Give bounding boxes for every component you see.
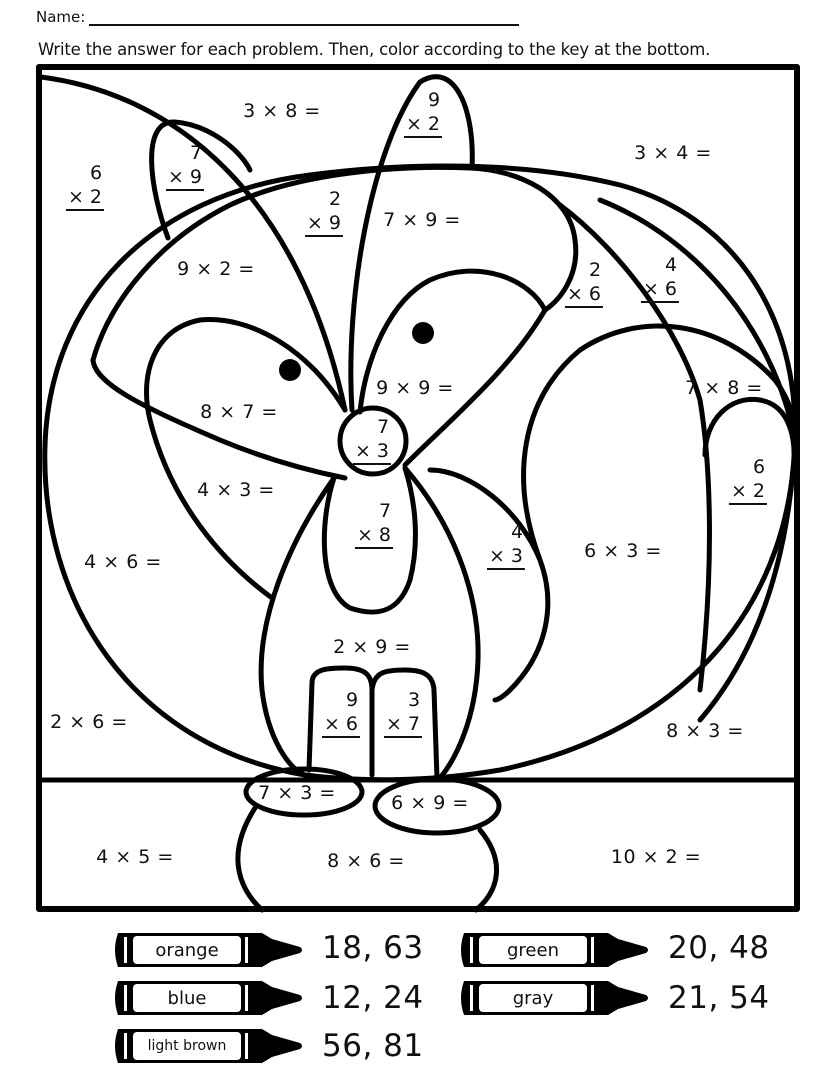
key-crayon-orange: orange <box>112 931 302 969</box>
problem-vertical-4x6[interactable]: 4 × 6 <box>640 253 680 303</box>
problem-vertical-7x9[interactable]: 7 × 9 <box>165 141 205 191</box>
key-values-gray: 21, 54 <box>668 980 770 1016</box>
multiplier: × 6 <box>321 712 361 738</box>
problem-8x3[interactable]: 8 × 3 = <box>666 720 744 742</box>
problem-vertical-3x7[interactable]: 3 × 7 <box>383 688 423 738</box>
crayon-label: green <box>479 936 587 964</box>
left-cap <box>243 766 365 818</box>
left-foot <box>306 665 375 778</box>
multiplicand: 2 <box>588 259 602 281</box>
problem-vertical-2x9[interactable]: 2 × 9 <box>304 187 344 237</box>
head-curve <box>90 164 579 363</box>
key-crayon-green: green <box>458 931 648 969</box>
problem-2x9[interactable]: 2 × 9 = <box>333 636 411 658</box>
picture-frame <box>36 64 800 912</box>
key-crayon-gray: gray <box>458 979 648 1017</box>
swoosh-inner <box>557 202 712 693</box>
right-eye-petal <box>357 268 548 468</box>
problem-vertical-6x2[interactable]: 6 × 2 <box>65 161 105 211</box>
right-cap <box>372 776 502 836</box>
multiplicand: 6 <box>89 162 103 184</box>
problem-3x4[interactable]: 3 × 4 = <box>634 142 712 164</box>
left-eye-petal <box>144 317 348 601</box>
crayon-label: gray <box>479 984 587 1012</box>
problem-6x9[interactable]: 6 × 9 = <box>391 792 469 814</box>
multiplicand: 7 <box>189 142 203 164</box>
problem-2x6[interactable]: 2 × 6 = <box>50 711 128 733</box>
crayon-label: orange <box>133 936 241 964</box>
name-line[interactable] <box>89 8 520 26</box>
problem-vertical-4x3[interactable]: 4 × 3 <box>486 520 526 570</box>
problem-7x9[interactable]: 7 × 9 = <box>383 209 461 231</box>
problem-vertical-9x2[interactable]: 9 × 2 <box>403 88 443 138</box>
top-petal <box>348 74 475 413</box>
problem-vertical-6x2-tail[interactable]: 6 × 2 <box>728 455 768 505</box>
key-values-green: 20, 48 <box>668 930 770 966</box>
problem-4x5[interactable]: 4 × 5 = <box>96 846 174 868</box>
problem-9x2[interactable]: 9 × 2 = <box>177 258 255 280</box>
problem-vertical-2x6[interactable]: 2 × 6 <box>564 258 604 308</box>
left-eye <box>279 359 301 381</box>
problem-6x3[interactable]: 6 × 3 = <box>584 540 662 562</box>
problem-vertical-7x8[interactable]: 7 × 8 <box>354 499 394 549</box>
right-foot <box>369 667 440 781</box>
problem-3x8[interactable]: 3 × 8 = <box>243 100 321 122</box>
tail-curl <box>697 396 797 723</box>
multiplier: × 2 <box>65 185 105 211</box>
small-petal <box>149 119 253 241</box>
multiplier: × 2 <box>728 479 768 505</box>
multiplicand: 9 <box>345 689 359 711</box>
multiplicand: 4 <box>664 254 678 276</box>
problem-7x8[interactable]: 7 × 8 = <box>685 377 763 399</box>
multiplier: × 9 <box>165 165 205 191</box>
crayon-label: blue <box>133 984 241 1012</box>
key-values-orange: 18, 63 <box>322 930 424 966</box>
multiplicand: 6 <box>752 456 766 478</box>
problem-4x3[interactable]: 4 × 3 = <box>197 479 275 501</box>
key-crayon-light-brown: light brown <box>112 1027 302 1065</box>
key-values-light-brown: 56, 81 <box>322 1028 424 1064</box>
multiplier: × 3 <box>352 439 392 465</box>
problem-4x6[interactable]: 4 × 6 = <box>84 551 162 573</box>
multiplier: × 6 <box>640 277 680 303</box>
multiplier: × 9 <box>304 211 344 237</box>
multiplier: × 3 <box>486 544 526 570</box>
problem-8x7[interactable]: 8 × 7 = <box>200 401 278 423</box>
crayon-label: light brown <box>133 1032 241 1060</box>
problem-vertical-9x6[interactable]: 9 × 6 <box>321 688 361 738</box>
outer-oval <box>42 163 798 783</box>
pot <box>235 805 500 913</box>
multiplier: × 8 <box>354 523 394 549</box>
ear-arc-left <box>38 74 348 413</box>
multiplicand: 7 <box>378 500 392 522</box>
problem-10x2[interactable]: 10 × 2 = <box>610 846 702 868</box>
multiplicand: 7 <box>376 416 390 438</box>
name-label: Name: <box>36 8 86 26</box>
right-body <box>427 323 796 703</box>
body-right <box>402 465 481 781</box>
multiplicand: 9 <box>427 89 441 111</box>
problem-9x9[interactable]: 9 × 9 = <box>376 377 454 399</box>
name-field: Name: <box>36 8 520 26</box>
problem-7x3[interactable]: 7 × 3 = <box>258 782 336 804</box>
multiplier: × 7 <box>383 712 423 738</box>
key-values-blue: 12, 24 <box>322 980 424 1016</box>
problem-vertical-7x3[interactable]: 7 × 3 <box>352 415 392 465</box>
belly-petal <box>321 465 418 615</box>
left-wing-lower <box>90 357 348 481</box>
multiplicand: 3 <box>407 689 421 711</box>
multiplicand: 4 <box>510 521 524 543</box>
multiplicand: 2 <box>328 188 342 210</box>
multiplier: × 2 <box>403 112 443 138</box>
body-left <box>258 475 337 778</box>
key-crayon-blue: blue <box>112 979 302 1017</box>
problem-8x6[interactable]: 8 × 6 = <box>327 850 405 872</box>
nose-circle <box>337 405 409 477</box>
multiplier: × 6 <box>564 282 604 308</box>
instructions: Write the answer for each problem. Then,… <box>38 40 711 59</box>
right-eye <box>412 322 434 344</box>
